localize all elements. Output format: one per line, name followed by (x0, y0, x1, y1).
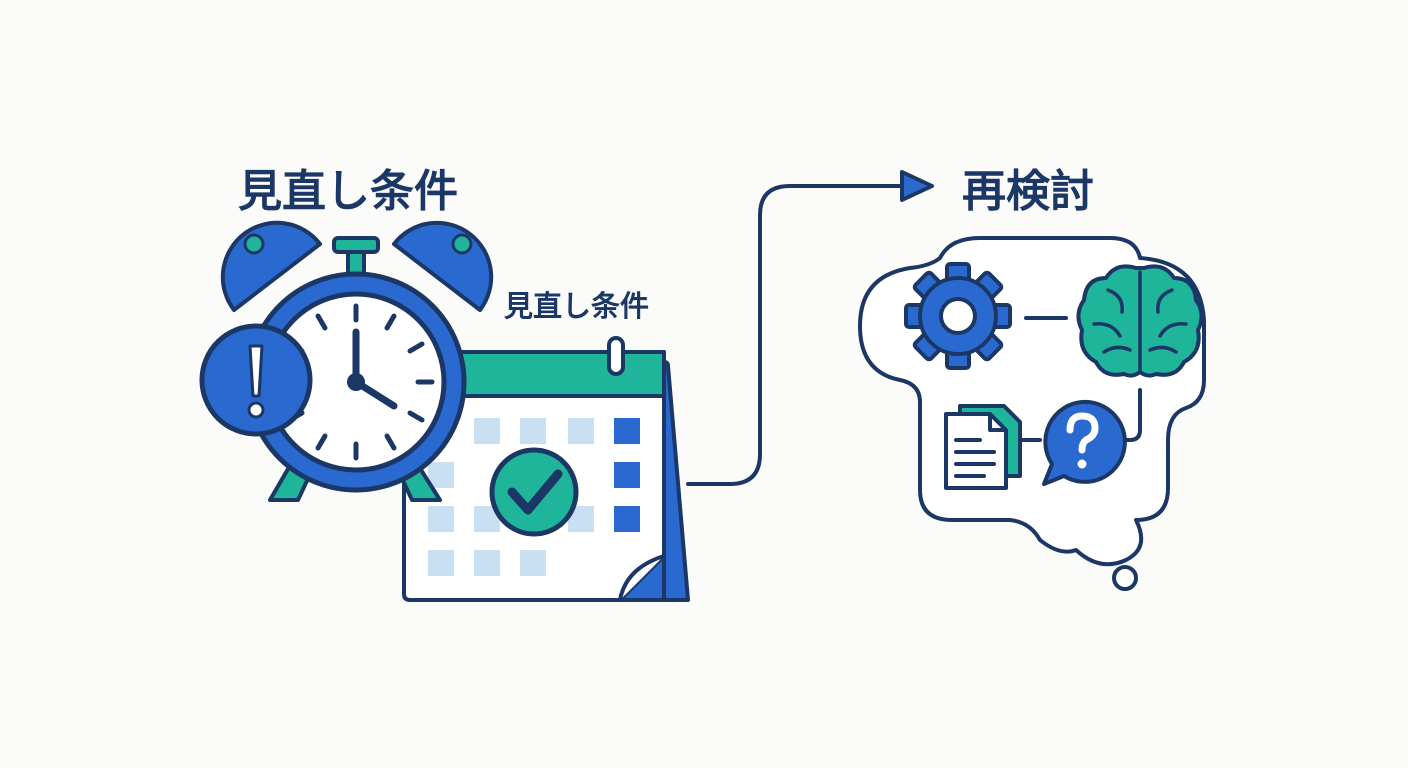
document-icon (944, 404, 1022, 490)
checkmark-icon (489, 447, 579, 537)
review-conditions-title: 見直し条件 (238, 166, 458, 217)
calendar-caption: 見直し条件 (504, 289, 650, 323)
gear-icon (904, 262, 1012, 370)
exclamation-icon (199, 323, 313, 437)
reconsider-title: 再検討 (962, 166, 1094, 217)
brain-icon (1076, 264, 1204, 378)
question-bubble-icon (1042, 399, 1127, 486)
flow-arrow-icon (686, 170, 934, 486)
alarm-clock-icon (220, 220, 494, 502)
